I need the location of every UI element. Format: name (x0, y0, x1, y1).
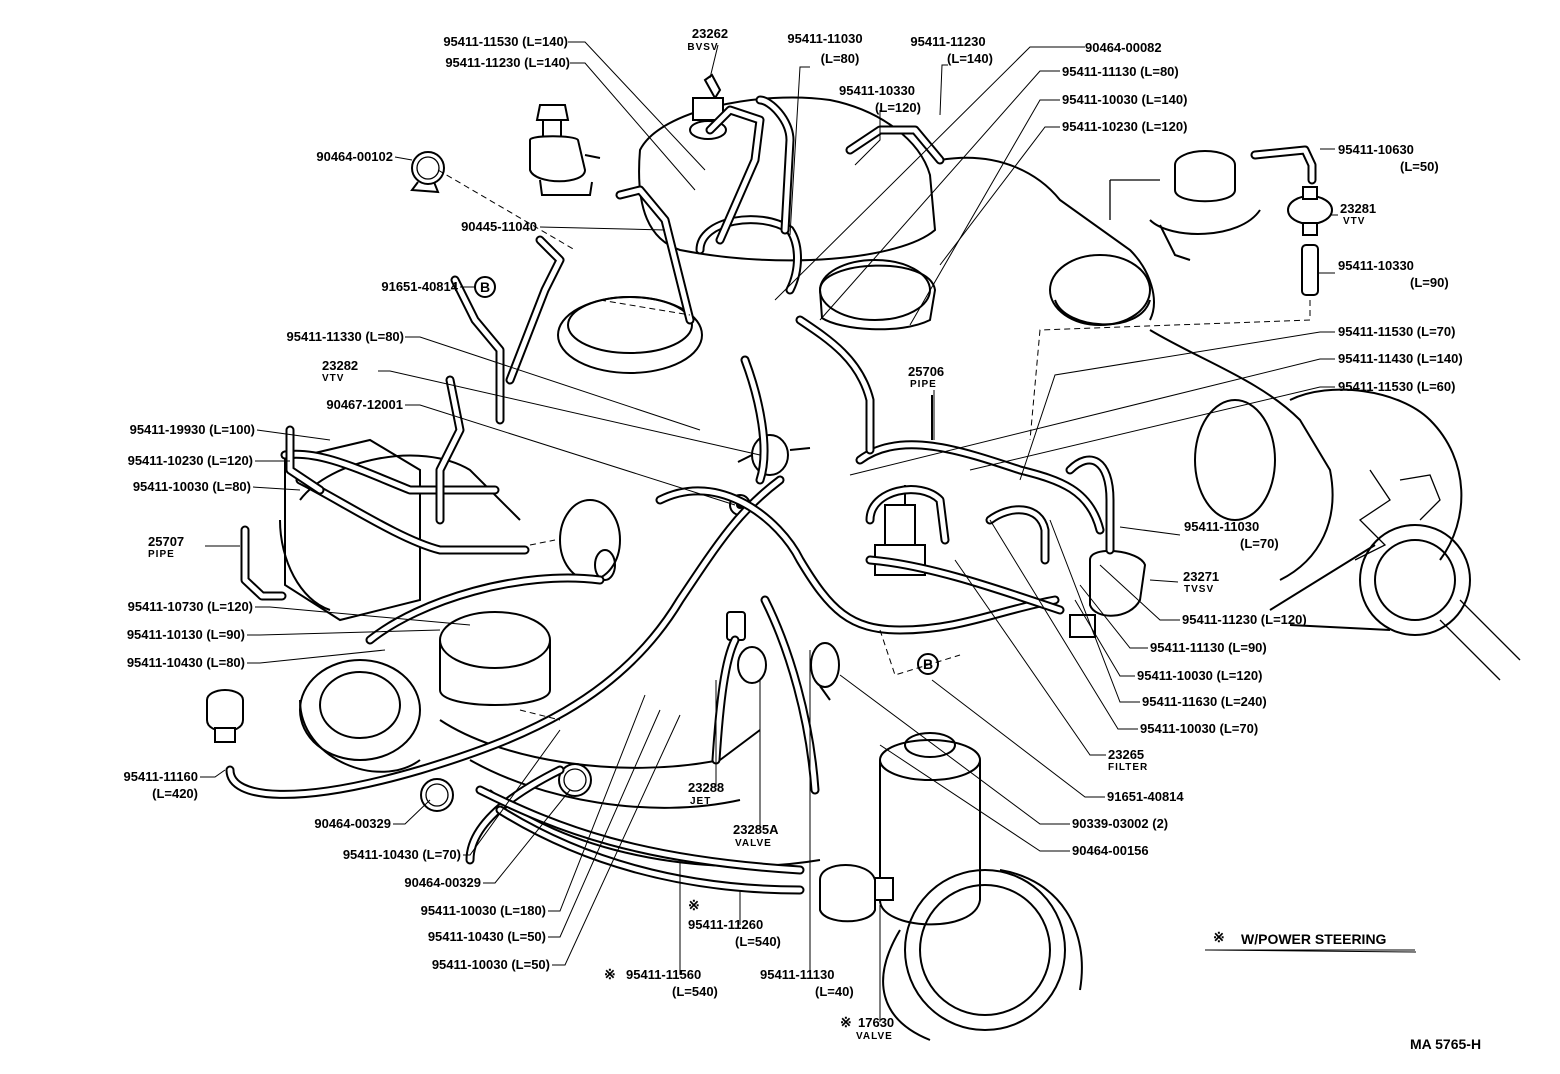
callout-91651-40814-top: 91651-40814 (381, 279, 458, 294)
b-marker-top (474, 276, 496, 298)
callout-23265: 23265 (1108, 747, 1144, 762)
callout-25706: 25706 (908, 364, 944, 379)
callout-25707: 25707 (148, 534, 184, 549)
callout-95411-11160: 95411-11160 (124, 769, 198, 784)
callout-95411-10030-l180: 95411-10030 (L=180) (421, 903, 546, 918)
callout-23271-sub: TVSV (1184, 584, 1214, 595)
callout-95411-11130-l80: 95411-11130 (L=80) (1062, 64, 1179, 79)
callout-95411-10030-l120: 95411-10030 (L=120) (1137, 668, 1262, 683)
b-marker-bottom (917, 653, 939, 675)
callout-23288: 23288 (688, 780, 724, 795)
callout-95411-11230-l120: 95411-11230 (L=120) (1182, 612, 1307, 627)
legend-underline (1207, 949, 1417, 953)
callout-25706-sub: PIPE (910, 379, 937, 390)
callout-95411-11530-l70: 95411-11530 (L=70) (1338, 324, 1455, 339)
callout-95411-11030-right: 95411-11030 (1184, 519, 1259, 534)
callout-95411-10430-l80: 95411-10430 (L=80) (127, 655, 245, 670)
callout-23288-sub: JET (690, 796, 711, 807)
callout-95411-11630: 95411-11630 (L=240) (1142, 694, 1267, 709)
callout-95411-11560-sub: (L=540) (672, 984, 718, 999)
callout-95411-11160-sub: (L=420) (152, 786, 198, 801)
callout-95411-10330-top-sub: (L=120) (875, 100, 921, 115)
callout-90445-11040: 90445-11040 (461, 219, 537, 234)
callout-95411-10130: 95411-10130 (L=90) (127, 627, 245, 642)
callout-95411-10230-l120-top: 95411-10230 (L=120) (1062, 119, 1187, 134)
callout-91651-40814-bottom: 91651-40814 (1107, 789, 1184, 804)
b-marker-bottom-letter: B (923, 656, 933, 672)
callout-23265-sub: FILTER (1108, 762, 1148, 773)
star-marker-95411-11560: ※ (604, 966, 616, 982)
callout-25707-sub: PIPE (148, 549, 175, 560)
callout-95411-11560: 95411-11560 (626, 967, 701, 982)
callout-23271: 23271 (1183, 569, 1219, 584)
engine-illustration (206, 73, 1521, 1041)
callout-95411-10330-right-sub: (L=90) (1410, 275, 1449, 290)
legend-text: W/POWER STEERING (1241, 931, 1387, 947)
callout-23281: 23281 (1340, 201, 1376, 216)
callout-95411-11030-right-sub: (L=70) (1240, 536, 1279, 551)
callout-95411-10730: 95411-10730 (L=120) (128, 599, 253, 614)
callout-95411-11130-l90: 95411-11130 (L=90) (1150, 640, 1267, 655)
b-marker-top-letter: B (480, 279, 490, 295)
callout-95411-11230-l140-left: 95411-11230 (L=140) (445, 55, 570, 70)
callout-95411-11030-top-sub: (L=80) (821, 51, 860, 66)
callout-95411-10030-l70: 95411-10030 (L=70) (1140, 721, 1258, 736)
callout-23285a-sub: VALVE (735, 838, 772, 849)
callout-90339-03002: 90339-03002 (2) (1072, 816, 1168, 831)
callout-17630-sub: VALVE (856, 1031, 893, 1042)
callout-90464-00329-right: 90464-00329 (404, 875, 481, 890)
callout-23282-sub: VTV (322, 373, 344, 384)
callout-95411-10430-l70: 95411-10430 (L=70) (343, 847, 461, 862)
callout-95411-10030-l80: 95411-10030 (L=80) (133, 479, 251, 494)
callout-95411-10430-l50: 95411-10430 (L=50) (428, 929, 546, 944)
legend-star: ※ (1213, 929, 1225, 945)
callout-95411-11530-l140: 95411-11530 (L=140) (443, 34, 568, 49)
callout-23262: 23262 (692, 26, 728, 41)
callout-90464-00082: 90464-00082 (1085, 40, 1162, 55)
callout-95411-19930: 95411-19930 (L=100) (130, 422, 255, 437)
callout-95411-11330: 95411-11330 (L=80) (287, 329, 404, 344)
callout-17630: 17630 (858, 1015, 894, 1030)
callout-95411-11260-sub: (L=540) (735, 934, 781, 949)
callout-95411-10630: 95411-10630 (1338, 142, 1414, 157)
star-marker-95411-11260: ※ (688, 897, 700, 913)
callout-95411-11130-l40-sub: (L=40) (815, 984, 854, 999)
callout-90467-12001: 90467-12001 (326, 397, 403, 412)
leader-lines (200, 41, 1415, 1022)
callout-90464-00329-left: 90464-00329 (314, 816, 391, 831)
callout-23285a: 23285A (733, 822, 779, 837)
callout-95411-10330-right: 95411-10330 (1338, 258, 1414, 273)
callout-90464-00156: 90464-00156 (1072, 843, 1149, 858)
callout-95411-11130-l40: 95411-11130 (760, 967, 834, 982)
callout-95411-11030-top: 95411-11030 (787, 31, 862, 46)
callout-23262-sub: BVSV (687, 42, 718, 53)
callouts: 95411-11530 (L=140) 95411-11230 (L=140) … (124, 26, 1463, 1042)
callout-23282: 23282 (322, 358, 358, 373)
callout-95411-11230-top: 95411-11230 (910, 34, 985, 49)
legend: ※ W/POWER STEERING (1207, 929, 1417, 953)
callout-95411-10030-l50: 95411-10030 (L=50) (432, 957, 550, 972)
callout-95411-11230-top-sub: (L=140) (947, 51, 993, 66)
callout-95411-11260: 95411-11260 (688, 917, 763, 932)
star-marker-17630: ※ (840, 1014, 852, 1030)
callout-95411-10030-l140: 95411-10030 (L=140) (1062, 92, 1187, 107)
callout-95411-10630-sub: (L=50) (1400, 159, 1439, 174)
callout-95411-10230-l120-left: 95411-10230 (L=120) (128, 453, 253, 468)
callout-95411-10330-top: 95411-10330 (839, 83, 915, 98)
drawing-number: MA 5765-H (1410, 1036, 1481, 1052)
callout-23281-sub: VTV (1343, 216, 1365, 227)
callout-95411-11530-l60: 95411-11530 (L=60) (1338, 379, 1455, 394)
callout-90464-00102: 90464-00102 (316, 149, 393, 164)
callout-95411-11430: 95411-11430 (L=140) (1338, 351, 1463, 366)
vacuum-hoses (225, 95, 1115, 895)
